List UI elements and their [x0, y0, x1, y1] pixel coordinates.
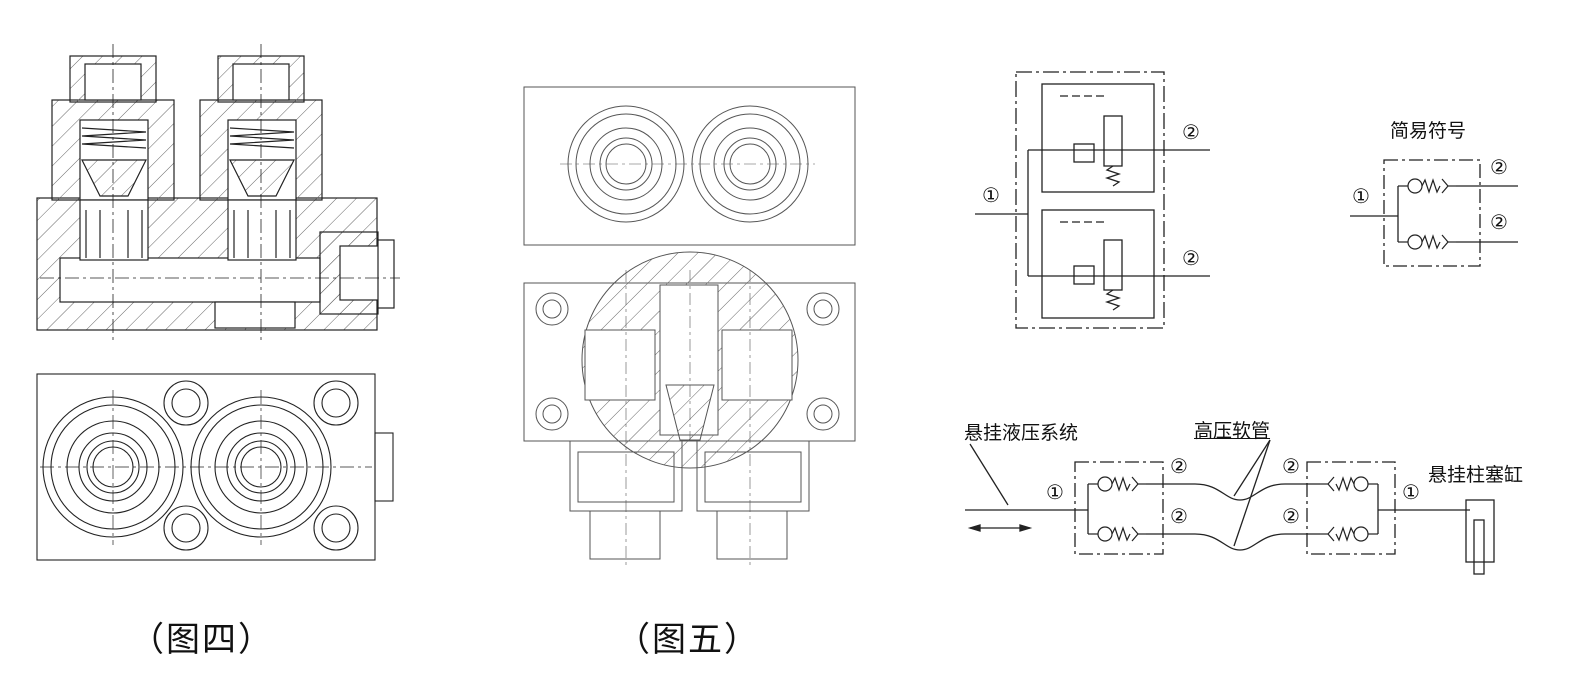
figure-5-top-view: [523, 86, 856, 246]
system-left-port-2-bottom: ②: [1170, 504, 1188, 528]
simple-port-1: ①: [1352, 184, 1370, 208]
system-label-hose: 高压软管: [1194, 420, 1271, 442]
figure-5-section-view: [523, 251, 856, 565]
hydraulic-schematic: [975, 71, 1210, 329]
system-right-port-2-top: ②: [1282, 454, 1300, 478]
system-left-port-2-top: ②: [1170, 454, 1188, 478]
simple-symbol: [1350, 159, 1518, 267]
system-right-port-1: ①: [1402, 480, 1420, 504]
system-left-port-1: ①: [1046, 480, 1064, 504]
system-right-port-2-bottom: ②: [1282, 504, 1300, 528]
figure-4-section-view: [36, 44, 400, 340]
system-diagram: [965, 439, 1495, 575]
simple-port-2-bottom: ②: [1490, 210, 1508, 234]
system-label-right: 悬挂柱塞缸: [1428, 464, 1524, 486]
figure-4-plan-view: [36, 373, 394, 561]
schematic-port-2-bottom: ②: [1182, 246, 1200, 270]
schematic-port-1: ①: [982, 183, 1000, 207]
figure-5-caption: （图五）: [616, 620, 760, 660]
simple-port-2-top: ②: [1490, 155, 1508, 179]
figure-4-caption: （图四）: [130, 620, 274, 660]
right-valve-body: [199, 55, 323, 261]
simple-symbol-title: 简易符号: [1390, 120, 1467, 142]
schematic-port-2-top: ②: [1182, 120, 1200, 144]
system-label-left: 悬挂液压系统: [964, 422, 1079, 444]
